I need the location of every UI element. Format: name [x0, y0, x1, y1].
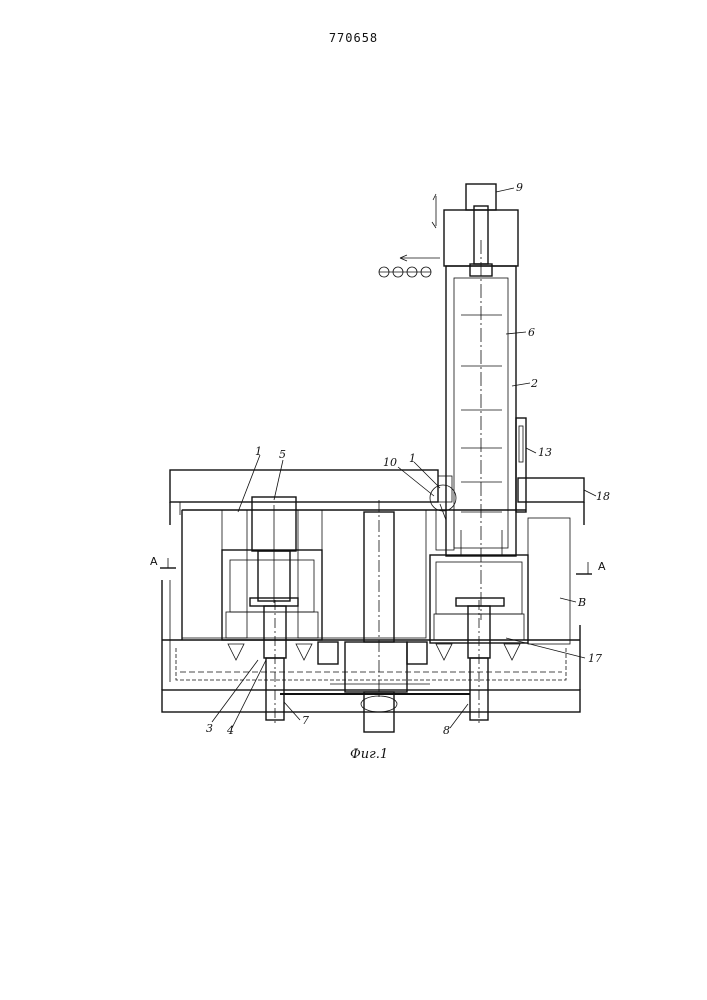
- insulated-body: [182, 510, 570, 644]
- label-1: 1: [255, 445, 262, 458]
- label-10: 10: [383, 456, 397, 469]
- label-18: 18: [596, 490, 610, 503]
- label-17: 17: [588, 652, 602, 665]
- label-13: 13: [538, 446, 552, 459]
- central-shaft: [318, 500, 427, 732]
- right-crucible-chamber: [430, 555, 528, 643]
- right-spindle: [468, 600, 490, 725]
- label-B: B: [577, 596, 586, 609]
- label-7: 7: [302, 714, 309, 727]
- label-6: 6: [528, 326, 535, 339]
- section-label-left: A: [150, 555, 158, 568]
- label-5: 5: [279, 448, 286, 461]
- section-marker-left: A: [150, 555, 176, 568]
- top-drive-unit: [379, 184, 518, 277]
- loading-column: [446, 240, 516, 620]
- top-cover-plate: [170, 470, 584, 525]
- figure-caption: Фиг.1: [350, 747, 388, 762]
- label-4: 4: [226, 724, 234, 737]
- label-1-latch: 1: [409, 452, 416, 465]
- section-label-right: A: [598, 560, 606, 573]
- label-8: 8: [443, 724, 450, 737]
- label-9: 9: [516, 181, 523, 194]
- cooling-tray: [162, 580, 580, 690]
- left-spindle: [264, 600, 286, 725]
- base-plate: [162, 684, 580, 712]
- left-crucible-chamber: [222, 497, 322, 640]
- label-3: 3: [206, 722, 213, 735]
- section-marker-right: A: [576, 560, 606, 574]
- latch-mechanism: [430, 476, 456, 550]
- label-2: 2: [530, 377, 538, 390]
